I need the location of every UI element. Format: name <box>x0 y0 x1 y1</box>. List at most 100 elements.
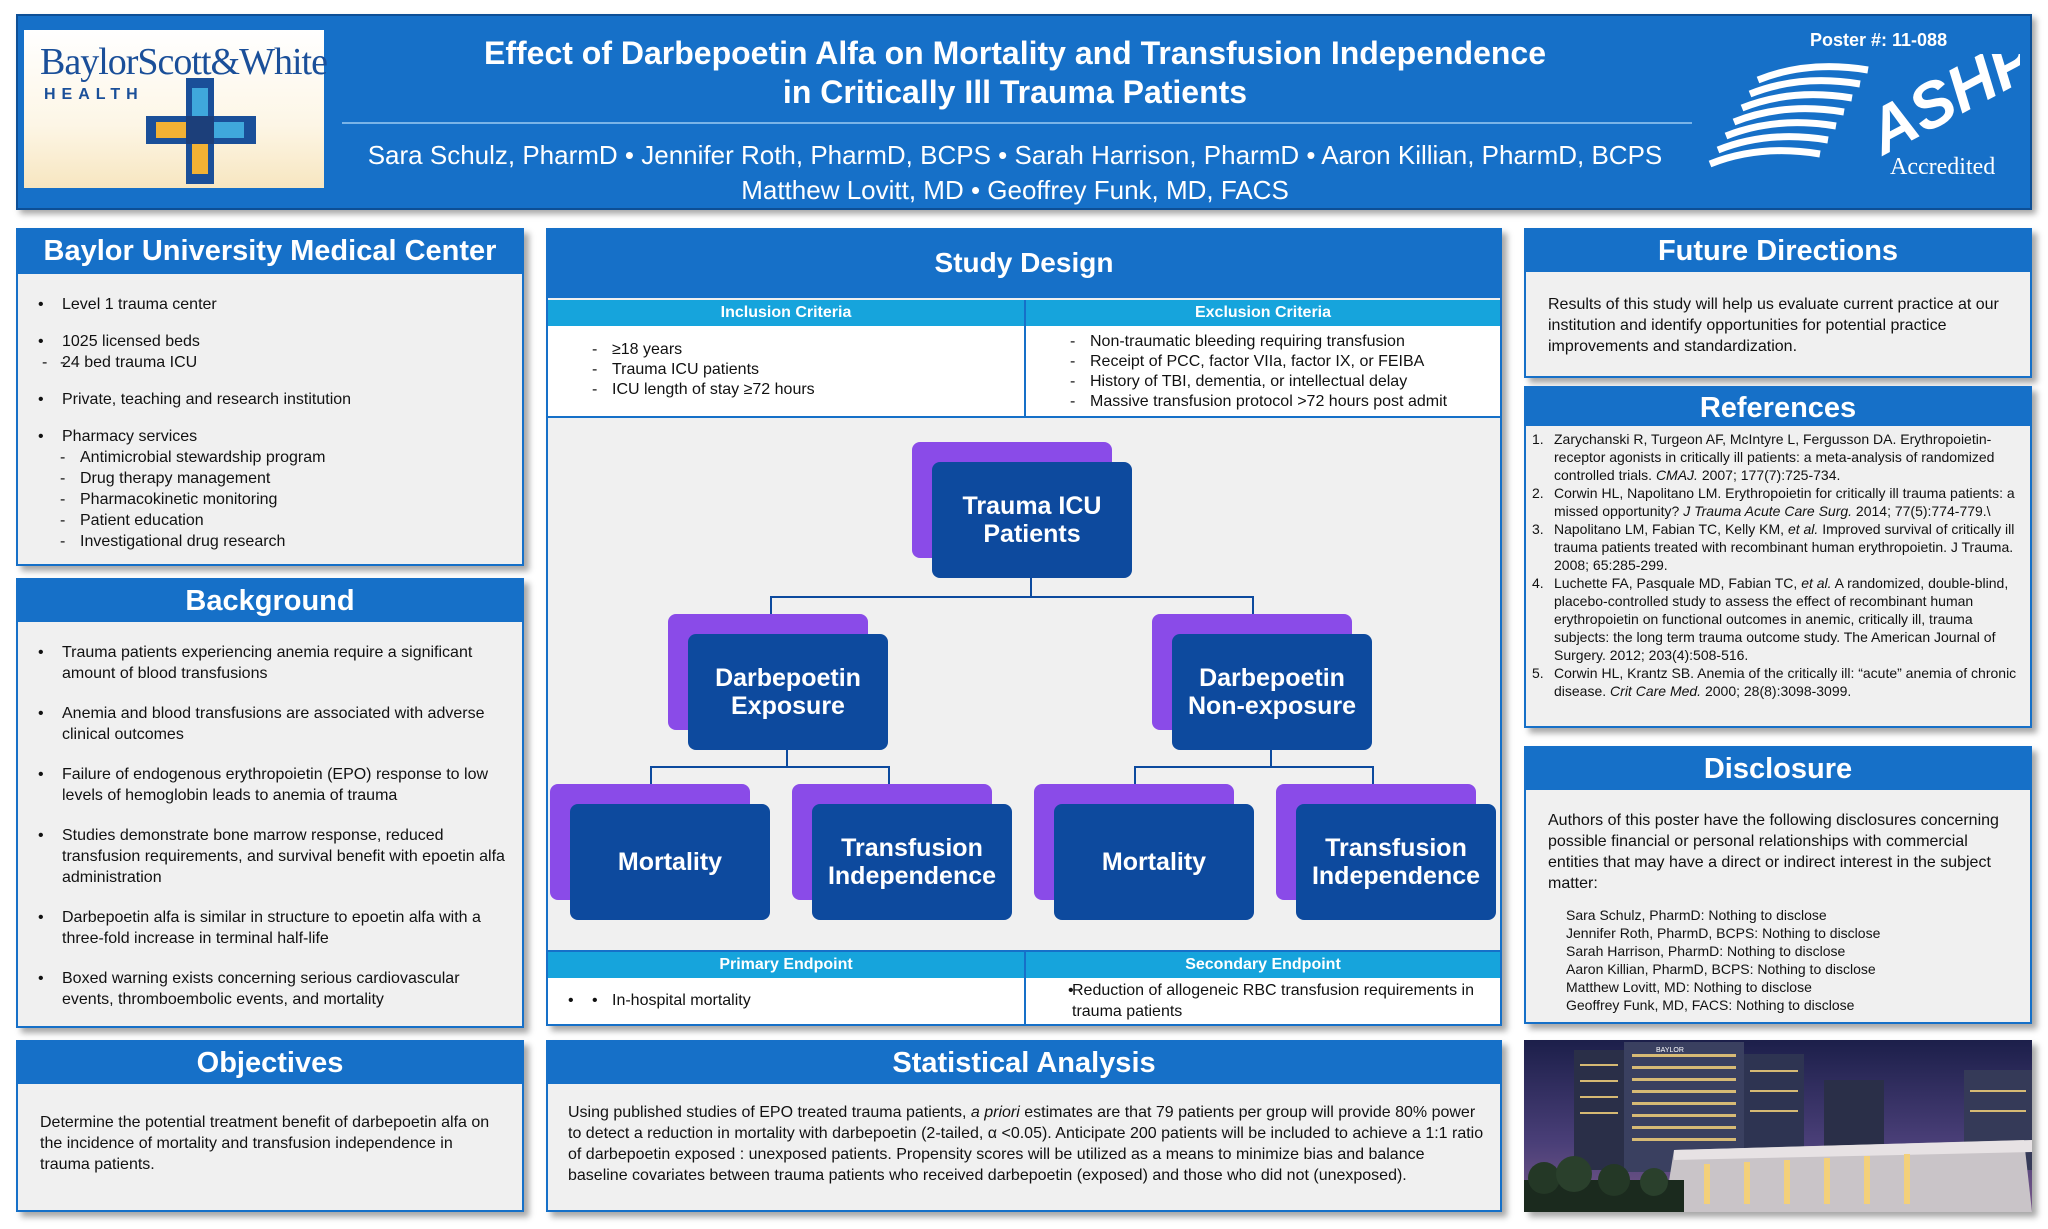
logo-subtitle: HEALTH <box>44 86 144 103</box>
inclusion-item: ≥18 years <box>548 340 1024 360</box>
exclusion-item: History of TBI, dementia, or intellectua… <box>1026 372 1500 392</box>
disclosure-title: Disclosure <box>1526 748 2030 790</box>
connector-line <box>650 766 652 786</box>
baylor-sub-item: -Pharmacokinetic monitoring <box>60 491 278 508</box>
connector-line <box>1252 596 1254 616</box>
connector-line <box>888 766 890 786</box>
svg-text:Accredited: Accredited <box>1890 154 1995 180</box>
connector-line <box>770 596 1254 598</box>
inclusion-item: ICU length of stay ≥72 hours <box>548 380 1024 400</box>
baylor-section-title: Baylor University Medical Center <box>18 230 522 272</box>
baylor-bullet: Level 1 trauma center <box>18 294 522 315</box>
svg-text:ASHP: ASHP <box>1854 54 2020 169</box>
hospital-photo: BAYLOR <box>1524 1040 2032 1212</box>
baylor-section-body: Level 1 trauma center 1025 licensed beds… <box>18 272 522 552</box>
study-design-title: Study Design <box>548 230 1500 298</box>
svg-text:BAYLOR: BAYLOR <box>1656 1047 1684 1054</box>
background-bullet: Studies demonstrate bone marrow response… <box>18 825 512 888</box>
exclusion-item: Massive transfusion protocol >72 hours p… <box>1026 392 1500 412</box>
background-bullet: Anemia and blood transfusions are associ… <box>18 703 512 745</box>
secondary-endpoint-header: Secondary Endpoint <box>1026 952 1500 978</box>
header-banner <box>16 14 2032 210</box>
inclusion-item: Trauma ICU patients <box>548 360 1024 380</box>
ashp-accredited-logo: ASHP Accredited <box>1708 54 2020 180</box>
criteria-table: Inclusion Criteria Exclusion Criteria ≥1… <box>548 300 1500 418</box>
connector-line <box>1372 766 1374 786</box>
background-bullet: Trauma patients experiencing anemia requ… <box>18 642 512 684</box>
background-section-body: Trauma patients experiencing anemia requ… <box>18 622 522 1010</box>
endpoints-table: Primary Endpoint Secondary Endpoint •In-… <box>548 950 1500 1026</box>
disclosure-item: Sara Schulz, PharmD: Nothing to disclose <box>1566 907 1827 923</box>
baylor-bullet: Pharmacy services <box>18 426 522 447</box>
future-directions-title: Future Directions <box>1526 230 2030 272</box>
inclusion-header: Inclusion Criteria <box>548 300 1024 326</box>
future-directions-text: Results of this study will help us evalu… <box>1548 296 1999 355</box>
inclusion-list: ≥18 years Trauma ICU patients ICU length… <box>548 340 1024 400</box>
future-directions-section: Future Directions Results of this study … <box>1524 228 2032 378</box>
disclosure-item: Sarah Harrison, PharmD: Nothing to discl… <box>1566 943 1846 959</box>
baylor-sub-item: -Patient education <box>60 512 204 529</box>
logo-wordmark: BaylorScott&White <box>40 41 328 83</box>
statistical-analysis-section: Statistical Analysis Using published stu… <box>546 1040 1502 1212</box>
node-mortality-unexposed: Mortality <box>1054 804 1254 920</box>
connector-line <box>1134 766 1136 786</box>
node-transfusion-exposed: Transfusion Independence <box>812 804 1012 920</box>
criteria-divider <box>1024 300 1026 418</box>
baylor-section: Baylor University Medical Center Level 1… <box>16 228 524 566</box>
background-section-title: Background <box>18 580 522 622</box>
references-list: 1.Zarychanski R, Turgeon AF, McIntyre L,… <box>1526 426 2030 700</box>
background-bullet: Darbepoetin alfa is similar in structure… <box>18 907 512 949</box>
disclosure-section: Disclosure Authors of this poster have t… <box>1524 746 2032 1024</box>
poster-number: Poster #: 11-088 <box>1810 30 1948 50</box>
study-design-section: Study Design Inclusion Criteria Exclusio… <box>546 228 1502 1026</box>
reference-item: 2.Corwin HL, Napolitano LM. Erythropoiet… <box>1532 485 2015 519</box>
primary-endpoint-header: Primary Endpoint <box>548 952 1024 978</box>
baylor-bullet: Private, teaching and research instituti… <box>18 389 522 410</box>
reference-item: 4.Luchette FA, Pasquale MD, Fabian TC, e… <box>1532 575 2009 663</box>
study-flow-diagram: Trauma ICU Patients Darbepoetin Exposure… <box>548 420 1500 950</box>
connector-line <box>1134 766 1374 768</box>
title-line-1: Effect of Darbepoetin Alfa on Mortality … <box>483 35 1547 71</box>
references-section: References 1.Zarychanski R, Turgeon AF, … <box>1524 386 2032 728</box>
statistical-analysis-title: Statistical Analysis <box>548 1042 1500 1084</box>
connector-line <box>1030 578 1032 596</box>
exclusion-item: Receipt of PCC, factor VIIa, factor IX, … <box>1026 352 1500 372</box>
connector-line <box>770 596 772 616</box>
disclosure-item: Geoffrey Funk, MD, FACS: Nothing to disc… <box>1566 997 1855 1013</box>
baylor-sub-item: -24 bed trauma ICU <box>18 352 522 373</box>
background-bullet: Boxed warning exists concerning serious … <box>18 968 512 1010</box>
references-title: References <box>1526 388 2030 426</box>
connector-line <box>786 750 788 766</box>
reference-item: 3.Napolitano LM, Fabian TC, Kelly KM, et… <box>1532 521 2015 573</box>
node-darbepoetin-exposure: Darbepoetin Exposure <box>688 634 888 750</box>
node-darbepoetin-non-exposure: Darbepoetin Non-exposure <box>1172 634 1372 750</box>
connector-line <box>650 766 890 768</box>
disclosure-item: Matthew Lovitt, MD: Nothing to disclose <box>1566 979 1812 995</box>
cross-icon <box>146 78 256 184</box>
disclosure-item: Jennifer Roth, PharmD, BCPS: Nothing to … <box>1566 925 1881 941</box>
node-mortality-exposed: Mortality <box>570 804 770 920</box>
exclusion-item: Non-traumatic bleeding requiring transfu… <box>1026 332 1500 352</box>
disclosure-list: Sara Schulz, PharmD: Nothing to disclose… <box>1526 894 2030 1014</box>
statistical-analysis-text: Using published studies of EPO treated t… <box>568 1104 1484 1184</box>
background-section: Background Trauma patients experiencing … <box>16 578 524 1028</box>
disclosure-intro: Authors of this poster have the followin… <box>1548 812 1999 892</box>
disclosure-item: Aaron Killian, PharmD, BCPS: Nothing to … <box>1566 961 1876 977</box>
reference-item: 5.Corwin HL, Krantz SB. Anemia of the cr… <box>1532 665 2017 699</box>
objectives-text: Determine the potential treatment benefi… <box>40 1114 490 1173</box>
endpoint-divider <box>1024 952 1026 1026</box>
objectives-section: Objectives Determine the potential treat… <box>16 1040 524 1212</box>
primary-endpoint-text: •In-hospital mortality <box>548 992 1024 1010</box>
baylor-sub-item: -Drug therapy management <box>60 470 271 487</box>
authors-line-1: Sara Schulz, PharmD • Jennifer Roth, Pha… <box>367 140 1663 170</box>
node-transfusion-unexposed: Transfusion Independence <box>1296 804 1496 920</box>
reference-item: 1.Zarychanski R, Turgeon AF, McIntyre L,… <box>1532 431 1995 483</box>
baylor-sub-item: -Investigational drug research <box>60 533 286 550</box>
connector-line <box>1270 750 1272 766</box>
baylor-scott-white-logo: BaylorScott&White HEALTH <box>24 30 328 188</box>
baylor-bullet: 1025 licensed beds <box>18 331 522 352</box>
poster-title: Effect of Darbepoetin Alfa on Mortality … <box>340 34 1690 112</box>
authors-line-2: Matthew Lovitt, MD • Geoffrey Funk, MD, … <box>741 175 1289 205</box>
exclusion-list: Non-traumatic bleeding requiring transfu… <box>1026 332 1500 412</box>
baylor-sub-item: -Antimicrobial stewardship program <box>60 449 326 466</box>
